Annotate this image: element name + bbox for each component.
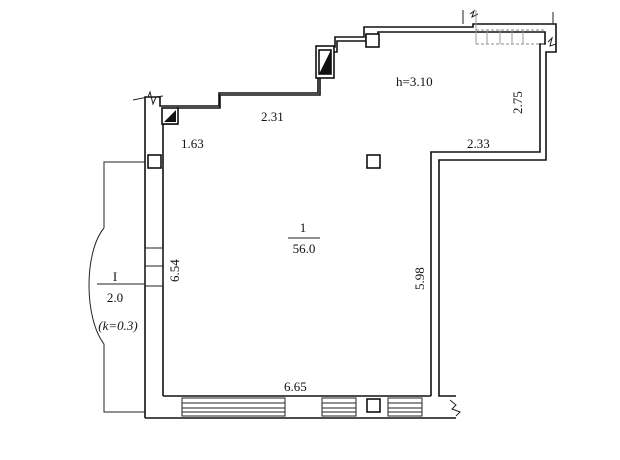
dimension-bottom: 6.65	[284, 379, 307, 394]
bottom-windows	[181, 397, 423, 417]
balcony-coefficient: (k=0.3)	[98, 318, 137, 333]
column-bottom	[366, 398, 381, 413]
top-right-partition	[475, 10, 545, 45]
vent-shaft-left	[161, 107, 179, 125]
dimension-right-upper: 2.75	[510, 91, 525, 114]
room-area: 56.0	[293, 241, 316, 256]
left-door	[144, 247, 164, 287]
column-center	[366, 154, 381, 169]
dimension-right-step: 2.33	[467, 136, 490, 151]
dimension-left: 6.54	[167, 259, 182, 282]
column-top	[365, 33, 380, 48]
balcony-area: 2.0	[107, 290, 123, 305]
room-number: 1	[300, 220, 307, 235]
ceiling-height-label: h=3.10	[396, 74, 433, 89]
outer-walls	[132, 9, 557, 419]
balcony-outline	[88, 161, 145, 413]
column-left	[147, 154, 162, 169]
vent-shaft-top	[315, 45, 335, 79]
dimension-top-mid-step: 2.31	[261, 109, 284, 124]
dimension-right-lower: 5.98	[412, 267, 427, 290]
columns	[147, 33, 381, 413]
balcony-number: I	[113, 269, 117, 284]
dimension-top-left-step: 1.63	[181, 136, 204, 151]
